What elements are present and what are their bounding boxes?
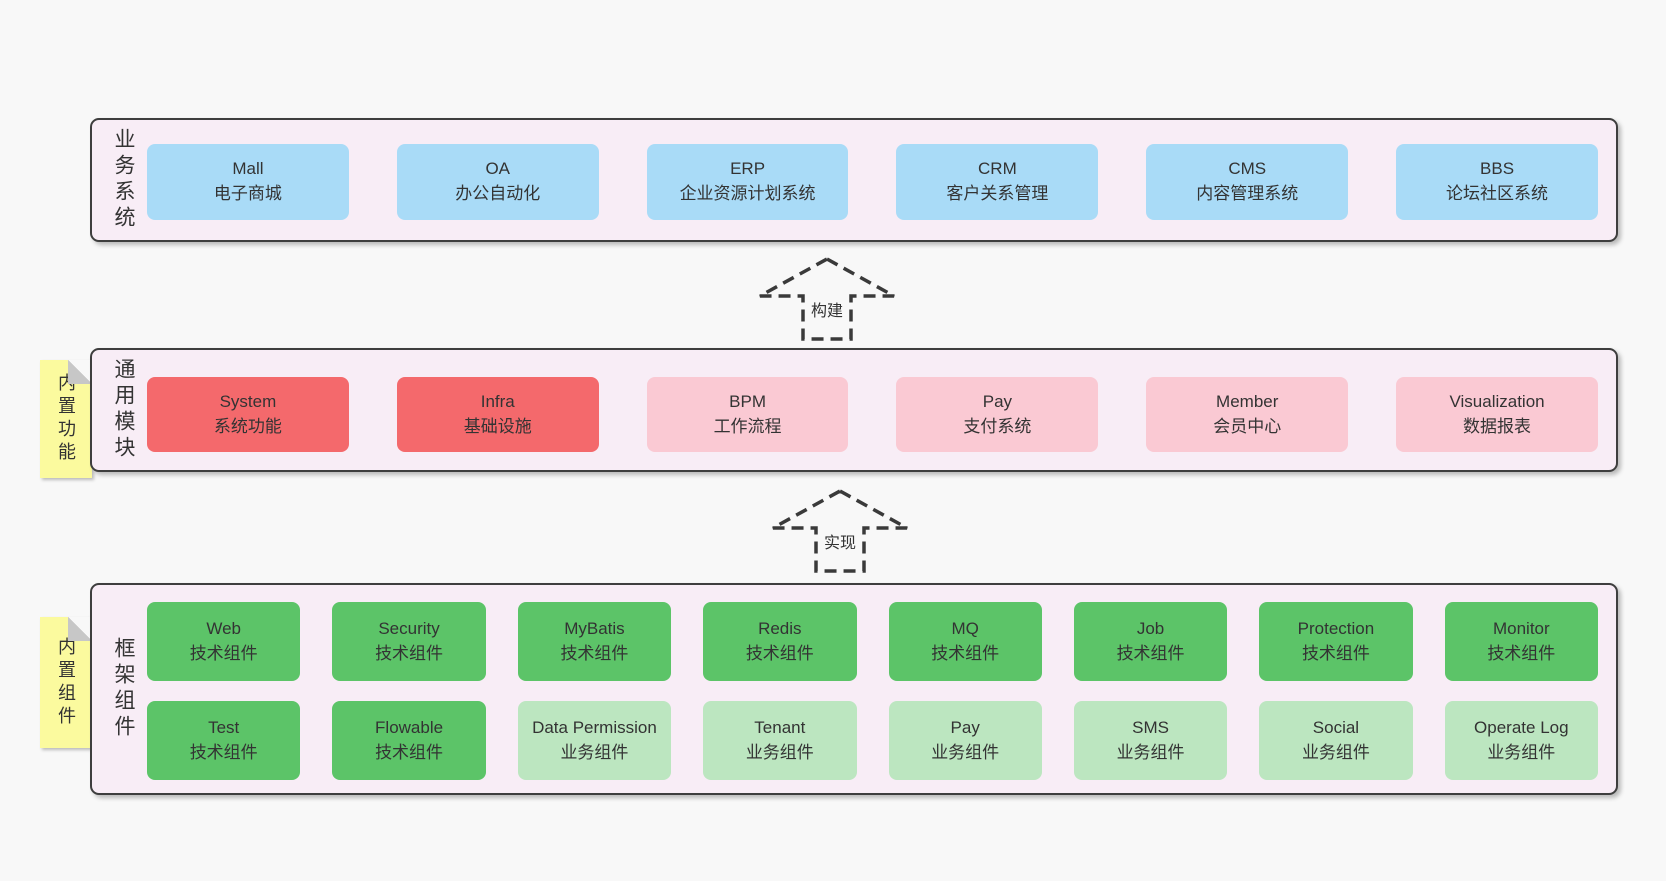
component-box-mybatis: MyBatis 技术组件 [517,602,672,681]
business-systems-layer: 业务系统 Mall 电子商城 OA 办公自动化 ERP 企业资源计划系统 CRM… [90,118,1618,242]
folded-corner-icon [68,360,92,384]
module-box-bpm: BPM 工作流程 [646,377,849,452]
module-box-infra: Infra 基础设施 [396,377,599,452]
component-box-social: Social 业务组件 [1259,701,1413,780]
component-box-sms: SMS 业务组件 [1073,701,1228,780]
system-box-erp: ERP 企业资源计划系统 [646,144,849,220]
layer-label: 通用模块 [112,358,135,462]
component-box-monitor: Monitor 技术组件 [1444,602,1598,681]
folded-corner-icon [68,617,92,641]
business-systems-row: Mall 电子商城 OA 办公自动化 ERP 企业资源计划系统 CRM 客户关系… [147,144,1598,220]
component-box-security: Security 技术组件 [332,602,486,681]
builtin-functions-note: 内置功能 [40,360,92,478]
module-box-pay: Pay 支付系统 [896,377,1099,452]
component-box-mq: MQ 技术组件 [888,602,1042,681]
builtin-components-note: 内置组件 [40,617,92,748]
system-box-cms: CMS 内容管理系统 [1146,144,1349,220]
common-modules-row: System 系统功能 Infra 基础设施 BPM 工作流程 Pay 支付系统… [147,377,1598,452]
components-row-2: Test 技术组件 Flowable 技术组件 Data Permission … [147,701,1598,780]
note-label: 内置功能 [56,373,76,465]
component-box-flowable: Flowable 技术组件 [332,701,486,780]
note-label: 内置组件 [56,636,76,729]
module-box-system: System 系统功能 [147,377,349,452]
component-box-data-permission: Data Permission 业务组件 [517,701,672,780]
implement-arrow-label: 实现 [820,528,860,554]
system-box-mall: Mall 电子商城 [147,144,349,220]
component-box-test: Test 技术组件 [147,701,301,780]
component-box-redis: Redis 技术组件 [703,602,857,681]
component-box-web: Web 技术组件 [147,602,301,681]
system-box-bbs: BBS 论坛社区系统 [1396,144,1598,220]
layer-label: 业务系统 [112,128,135,232]
framework-components-layer: 框架组件 Web 技术组件 Security 技术组件 MyBatis 技术组件… [90,583,1618,795]
component-box-operate-log: Operate Log 业务组件 [1444,701,1598,780]
system-box-oa: OA 办公自动化 [396,144,599,220]
build-arrow-label: 构建 [807,296,847,322]
module-box-member: Member 会员中心 [1146,377,1349,452]
common-modules-layer: 通用模块 System 系统功能 Infra 基础设施 BPM 工作流程 Pay… [90,348,1618,472]
build-arrow-icon: 构建 [757,256,897,342]
component-box-pay: Pay 业务组件 [888,701,1042,780]
component-box-tenant: Tenant 业务组件 [703,701,857,780]
implement-arrow-icon: 实现 [770,488,910,574]
components-row-1: Web 技术组件 Security 技术组件 MyBatis 技术组件 Redi… [147,602,1598,681]
component-box-job: Job 技术组件 [1073,602,1228,681]
module-box-visualization: Visualization 数据报表 [1396,377,1598,452]
component-box-protection: Protection 技术组件 [1259,602,1413,681]
system-box-crm: CRM 客户关系管理 [896,144,1099,220]
layer-label: 框架组件 [112,637,135,741]
